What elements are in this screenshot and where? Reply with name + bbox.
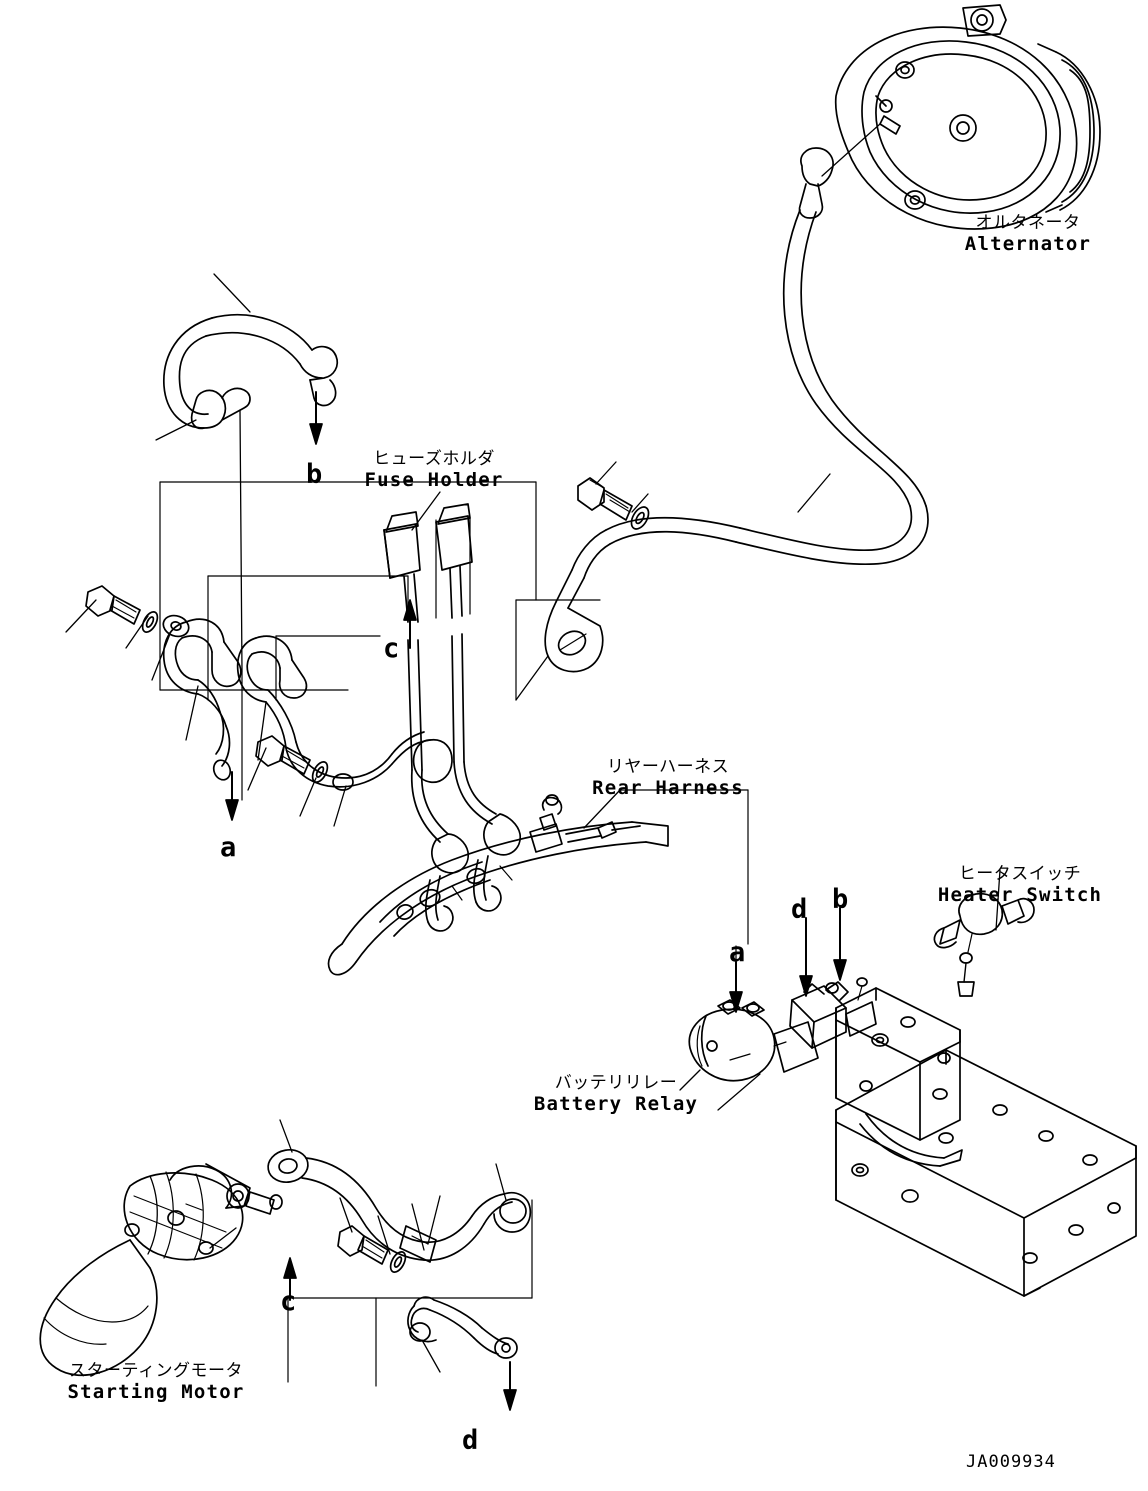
bolt-alternator bbox=[577, 461, 650, 530]
relay-secondary-block bbox=[789, 977, 877, 1049]
starting-motor-part bbox=[39, 1163, 283, 1376]
motor-cable bbox=[267, 1119, 532, 1273]
label-rear-harness-jp: リヤーハーネス bbox=[606, 757, 730, 777]
left-cable-group bbox=[65, 585, 453, 827]
alternator-cable bbox=[515, 147, 929, 701]
frame-bracket bbox=[835, 987, 1137, 1297]
fuse-holder-part bbox=[383, 491, 521, 874]
callout-d-relay: d bbox=[791, 894, 808, 925]
alternator-part bbox=[821, 4, 1101, 230]
callout-d-bottom: d bbox=[462, 1425, 479, 1456]
label-rear-harness: リヤーハーネス Rear Harness bbox=[592, 757, 744, 799]
label-battery-relay-jp: バッテリリレー bbox=[554, 1073, 678, 1093]
callout-c-fuse: c bbox=[383, 633, 400, 664]
callout-b-top: b bbox=[306, 459, 323, 490]
callout-b-relay: b bbox=[832, 884, 849, 915]
short-ground-cable bbox=[407, 1296, 518, 1373]
label-fuse-holder-jp: ヒューズホルダ bbox=[373, 449, 495, 469]
callout-arrows bbox=[225, 391, 847, 1411]
callout-a-relay: a bbox=[729, 937, 746, 968]
label-starting-motor-en: Starting Motor bbox=[67, 1380, 245, 1403]
label-heater-switch-jp: ヒータスイッチ bbox=[958, 864, 1082, 884]
label-alternator-en: Alternator bbox=[964, 232, 1092, 255]
drawing-number: JA009934 bbox=[966, 1452, 1056, 1472]
assembly-guide-lines bbox=[159, 481, 749, 1387]
label-heater-switch-en: Heater Switch bbox=[937, 883, 1103, 906]
label-alternator: オルタネータ Alternator bbox=[964, 213, 1092, 255]
label-fuse-holder-en: Fuse Holder bbox=[364, 468, 504, 491]
label-alternator-jp: オルタネータ bbox=[975, 213, 1081, 233]
callout-a-left: a bbox=[220, 832, 237, 863]
heater-switch-part bbox=[933, 869, 1035, 997]
label-fuse-holder: ヒューズホルダ Fuse Holder bbox=[364, 449, 504, 491]
callout-c-motor: c bbox=[280, 1286, 297, 1317]
label-rear-harness-en: Rear Harness bbox=[592, 776, 744, 799]
label-heater-switch: ヒータスイッチ Heater Switch bbox=[937, 864, 1103, 906]
harness-drop-cables bbox=[424, 855, 502, 932]
label-battery-relay-en: Battery Relay bbox=[533, 1092, 699, 1115]
label-starting-motor-jp: スターティングモータ bbox=[69, 1361, 243, 1381]
battery-relay-part bbox=[679, 999, 819, 1111]
label-battery-relay: バッテリリレー Battery Relay bbox=[533, 1073, 699, 1115]
label-starting-motor: スターティングモータ Starting Motor bbox=[67, 1361, 245, 1403]
rear-harness-part bbox=[327, 789, 669, 976]
